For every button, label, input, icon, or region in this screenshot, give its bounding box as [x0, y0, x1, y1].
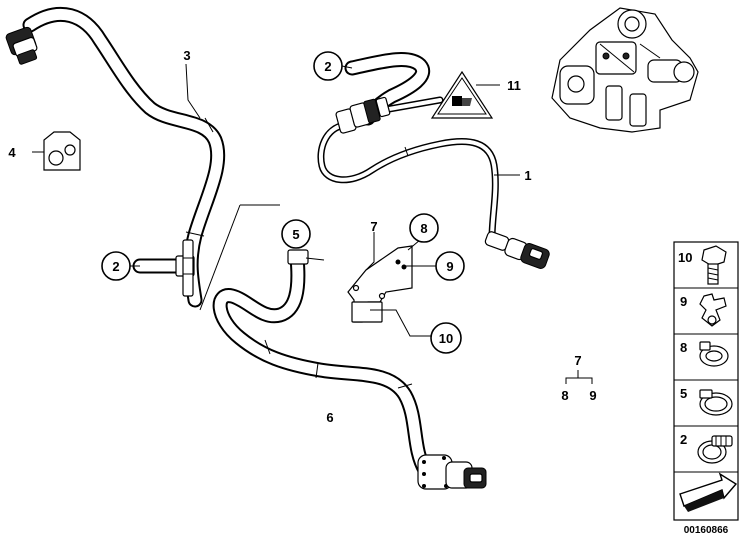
pipe-connector-cluster[interactable]: [335, 96, 391, 134]
svg-text:5: 5: [292, 227, 299, 242]
drawing-id: 00160866: [684, 525, 729, 536]
clip-icon: [699, 293, 727, 327]
warning-label-11[interactable]: [430, 70, 500, 119]
callout-5[interactable]: 5: [281, 219, 311, 249]
hierarchy-parent: 7: [574, 353, 581, 368]
parts-panel: [673, 241, 739, 521]
panel-cell-arrow[interactable]: [679, 472, 738, 512]
callout-8[interactable]: 8: [409, 213, 439, 243]
label-1: 1: [524, 168, 531, 183]
high-pressure-pump: [551, 7, 699, 133]
hose-6[interactable]: [212, 250, 433, 478]
hose-2-left[interactable]: [132, 239, 195, 297]
callout-2-left[interactable]: 2: [101, 251, 131, 281]
hose-clamp-icon: [699, 389, 733, 416]
panel-cell-5[interactable]: 5: [680, 386, 733, 416]
callout-10[interactable]: 10: [430, 322, 462, 354]
quick-connector-bottom[interactable]: [417, 454, 487, 490]
callout-9[interactable]: 9: [435, 251, 465, 281]
quick-connector-right[interactable]: [484, 231, 550, 270]
panel-cell-9[interactable]: 9: [680, 293, 727, 327]
hose-3[interactable]: [22, 6, 226, 308]
holder-4[interactable]: [32, 131, 81, 171]
assembly-lines: [199, 204, 280, 311]
label-4: 4: [8, 145, 16, 160]
bracket-7[interactable]: [347, 245, 413, 323]
svg-text:2: 2: [324, 59, 331, 74]
svg-text:2: 2: [680, 432, 687, 447]
hose-end-fitting[interactable]: [287, 249, 309, 265]
bolt-icon: [701, 245, 727, 285]
svg-text:9: 9: [446, 259, 453, 274]
panel-cell-10[interactable]: 10: [678, 245, 727, 285]
svg-text:8: 8: [680, 340, 687, 355]
svg-text:2: 2: [112, 259, 119, 274]
panel-cell-8[interactable]: 8: [680, 340, 729, 367]
screw-clamp-icon: [697, 435, 733, 464]
svg-text:5: 5: [680, 386, 687, 401]
label-6: 6: [326, 410, 333, 425]
hierarchy-child-right: 9: [589, 388, 596, 403]
hierarchy-child-left: 8: [561, 388, 568, 403]
label-11: 11: [507, 78, 521, 93]
clamp-icon: [699, 341, 729, 367]
panel-cell-2[interactable]: 2: [680, 432, 733, 464]
arrow-icon: [679, 472, 738, 512]
svg-text:8: 8: [420, 221, 427, 236]
svg-text:9: 9: [680, 294, 687, 309]
leader-lines: [130, 63, 520, 337]
svg-text:10: 10: [439, 331, 453, 346]
part-hierarchy: 7 8 9: [561, 353, 596, 403]
quick-connector-top-left[interactable]: [5, 26, 38, 65]
label-7: 7: [370, 219, 377, 234]
svg-text:10: 10: [678, 250, 692, 265]
label-3: 3: [183, 48, 190, 63]
callout-2-top[interactable]: 2: [313, 51, 343, 81]
